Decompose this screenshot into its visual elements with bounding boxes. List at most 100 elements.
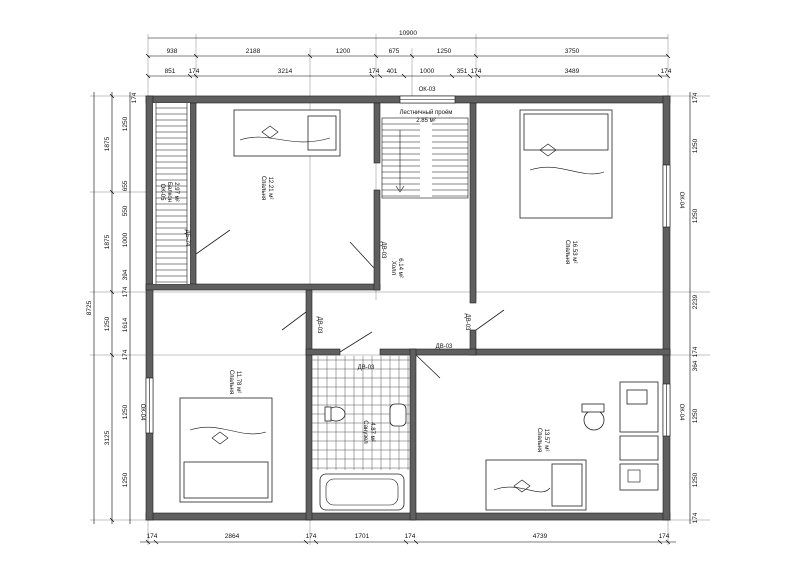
- doors: [195, 229, 505, 379]
- balcony-window-label: ОК-05: [159, 184, 165, 201]
- svg-text:ОК-04: ОК-04: [678, 404, 684, 421]
- svg-text:4739: 4739: [533, 533, 548, 540]
- bathroom-area: 4.87 м²: [369, 422, 375, 441]
- svg-text:1250: 1250: [692, 472, 699, 487]
- svg-text:1614: 1614: [122, 317, 129, 332]
- desk-icon: [619, 381, 659, 433]
- total-width: 10900: [399, 30, 417, 37]
- monitor-icon: [626, 389, 648, 405]
- bedroom-2-name: Спальня: [564, 240, 570, 264]
- top-ticks-1: [145, 53, 671, 59]
- svg-text:2864: 2864: [225, 533, 240, 540]
- stair-area: 2.85 м²: [416, 118, 435, 124]
- bedroom-3-name: Спальня: [228, 370, 234, 394]
- svg-text:675: 675: [389, 48, 400, 55]
- svg-text:364: 364: [692, 360, 699, 371]
- svg-text:174: 174: [122, 286, 129, 297]
- svg-text:174: 174: [659, 533, 670, 540]
- balcony-area: 2.97 м²: [173, 182, 179, 201]
- pillow-icon: [183, 461, 269, 499]
- svg-text:174: 174: [369, 68, 380, 75]
- svg-text:ДВ-03: ДВ-03: [358, 365, 375, 371]
- svg-text:2239: 2239: [692, 294, 699, 309]
- svg-text:394: 394: [122, 269, 129, 280]
- door-leaf: [195, 229, 231, 255]
- svg-text:ДВ-03: ДВ-03: [464, 314, 470, 331]
- svg-text:3125: 3125: [104, 430, 111, 445]
- bedroom-3-area: 11.78 м²: [235, 371, 241, 393]
- total-height: 8725: [86, 300, 93, 315]
- svg-text:851: 851: [165, 68, 176, 75]
- bedroom-1: Спальня 12.21 м²: [233, 109, 341, 200]
- bedroom-2: Спальня 16.53 м² ОК-04: [519, 109, 684, 264]
- door-leaf: [281, 311, 307, 331]
- bathtub-icon: [319, 473, 405, 511]
- svg-text:938: 938: [167, 48, 178, 55]
- bathroom-name: Санузел: [362, 420, 368, 444]
- svg-text:3750: 3750: [565, 48, 580, 55]
- top-ticks-2: [145, 73, 671, 79]
- balcony-name: Балкон: [166, 182, 172, 202]
- bedroom-1-area: 12.21 м²: [267, 177, 273, 200]
- left-dimensions: 8725 1875 1875 1250 3125 1250 655 550 10…: [86, 92, 131, 524]
- svg-text:1250: 1250: [692, 408, 699, 423]
- svg-text:ДВ-03: ДВ-03: [436, 344, 453, 350]
- windows: [145, 95, 671, 437]
- svg-text:1000: 1000: [420, 68, 435, 75]
- sink-icon: [389, 403, 407, 427]
- svg-text:174: 174: [692, 346, 699, 357]
- svg-text:3214: 3214: [278, 68, 293, 75]
- svg-text:1875: 1875: [104, 234, 111, 249]
- svg-text:1000: 1000: [122, 232, 129, 247]
- svg-text:174: 174: [692, 512, 699, 523]
- svg-text:1701: 1701: [355, 533, 370, 540]
- svg-text:174: 174: [122, 349, 129, 360]
- svg-text:ДВ-03: ДВ-03: [316, 317, 322, 334]
- svg-text:1200: 1200: [336, 48, 351, 55]
- svg-text:655: 655: [122, 180, 129, 191]
- svg-text:174: 174: [147, 533, 158, 540]
- pillow-icon: [551, 463, 583, 507]
- bedroom-2-area: 16.53 м²: [571, 241, 577, 264]
- stair-opening: Лестничный проём 2.85 м² ОК-03: [381, 87, 469, 199]
- svg-text:174: 174: [692, 92, 699, 103]
- svg-text:174: 174: [306, 533, 317, 540]
- right-dimensions: 174 1250 1250 2239 174 364 1250 1250 174: [689, 92, 699, 524]
- hall: Холл 6.14 м² ДВ-03 ДВ-03 ДВ-03 ДВ-03: [316, 242, 470, 350]
- svg-text:1250: 1250: [437, 48, 452, 55]
- window-top-label: ОК-03: [419, 87, 436, 93]
- svg-text:351: 351: [457, 68, 468, 75]
- chair-icon: [583, 409, 605, 431]
- svg-text:ОК-04: ОК-04: [678, 192, 684, 209]
- svg-text:ОК-04: ОК-04: [139, 404, 145, 421]
- balcony: Балкон 2.97 м² ОК-05 ДБ-74: [153, 103, 190, 284]
- svg-text:174: 174: [131, 92, 138, 103]
- svg-text:1250: 1250: [122, 472, 129, 487]
- svg-text:550: 550: [122, 205, 129, 216]
- svg-text:174: 174: [661, 68, 672, 75]
- hall-area: 6.14 м²: [397, 258, 403, 277]
- svg-text:1250: 1250: [692, 208, 699, 223]
- svg-text:ДВ-03: ДВ-03: [380, 242, 386, 259]
- balcony-door-label: ДБ-74: [184, 230, 190, 247]
- svg-text:174: 174: [471, 68, 482, 75]
- svg-text:174: 174: [405, 533, 416, 540]
- svg-text:174: 174: [189, 68, 200, 75]
- svg-text:1875: 1875: [104, 136, 111, 151]
- bedroom-3: Спальня 11.78 м² ОК-04: [139, 370, 273, 503]
- door-leaf: [475, 309, 505, 331]
- svg-text:401: 401: [387, 68, 398, 75]
- top-dimensions: 10900 938 2188 1200 675 1250 3750 851 17…: [131, 30, 672, 103]
- svg-text:2188: 2188: [246, 48, 261, 55]
- svg-text:1250: 1250: [122, 404, 129, 419]
- door-leaf: [339, 331, 373, 353]
- stair-name: Лестничный проём: [400, 109, 453, 116]
- svg-text:1250: 1250: [692, 138, 699, 153]
- bedroom-4-name: Спальня: [536, 428, 542, 452]
- svg-text:1250: 1250: [104, 316, 111, 331]
- hall-name: Холл: [390, 261, 396, 276]
- bedroom-4-area: 13.57 м²: [543, 429, 549, 452]
- svg-text:3489: 3489: [565, 68, 580, 75]
- bedroom-1-name: Спальня: [260, 176, 266, 200]
